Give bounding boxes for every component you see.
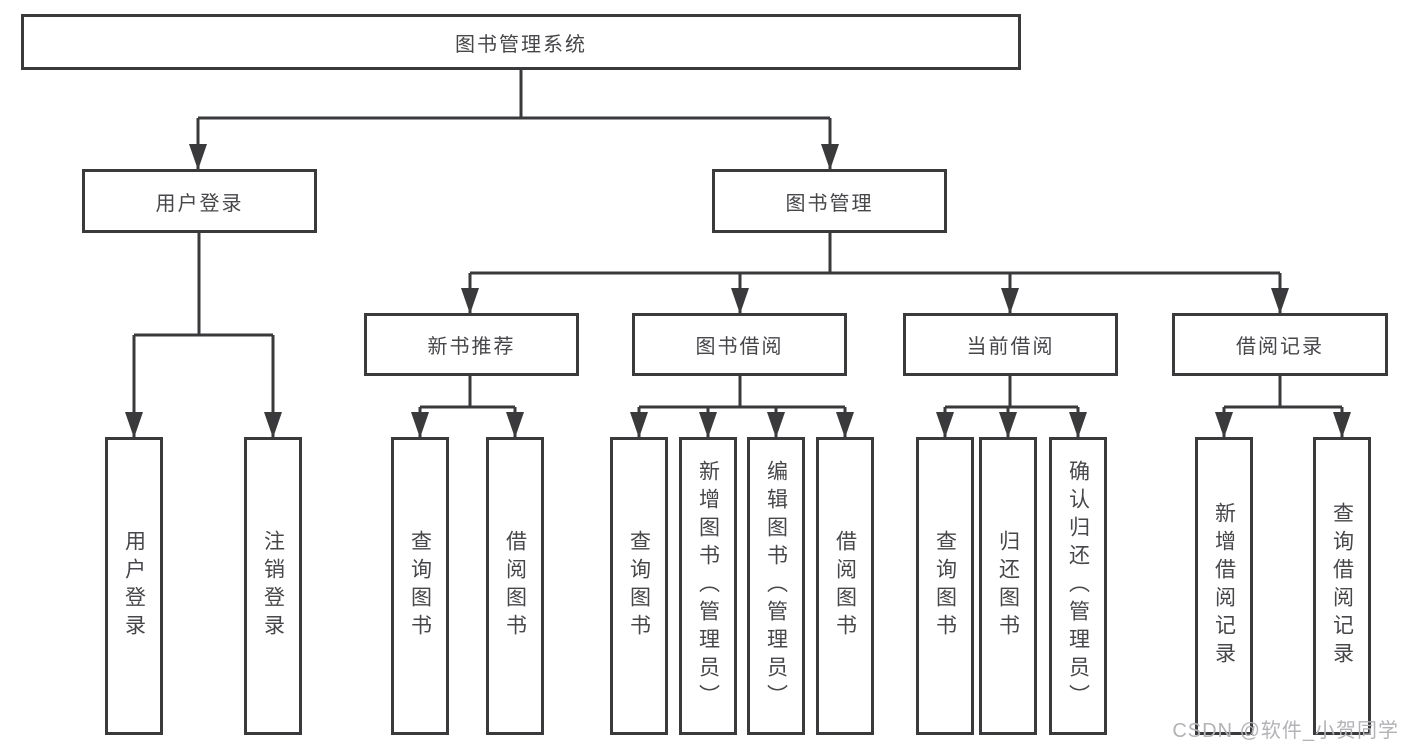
leaf-borrow-books-recommend: 借阅图书	[486, 437, 544, 735]
node-current-borrowing: 当前借阅	[903, 313, 1118, 376]
leaf-label: 借阅图书	[833, 530, 857, 642]
watermark: CSDN @软件_小贺同学	[1172, 720, 1399, 742]
leaf-query-books-borrow: 查询图书	[610, 437, 668, 735]
leaf-label: 确认归还（管理员）	[1066, 460, 1090, 712]
leaf-query-books-current: 查询图书	[916, 437, 974, 735]
leaf-add-book-admin: 新增图书（管理员）	[679, 437, 737, 735]
leaf-label: 注销登录	[261, 530, 285, 642]
leaf-logout: 注销登录	[244, 437, 302, 735]
leaf-borrow-books: 借阅图书	[816, 437, 874, 735]
leaf-label: 编辑图书（管理员）	[764, 460, 788, 712]
node-root-system: 图书管理系统	[21, 14, 1021, 70]
leaf-user-login: 用户登录	[105, 437, 163, 735]
leaf-label: 借阅图书	[503, 530, 527, 642]
leaf-label: 查询借阅记录	[1330, 502, 1354, 670]
leaf-query-borrow-record: 查询借阅记录	[1313, 437, 1371, 735]
node-book-borrowing: 图书借阅	[632, 313, 847, 376]
leaf-return-book: 归还图书	[979, 437, 1037, 735]
node-user-login: 用户登录	[82, 169, 317, 233]
leaf-label: 新增图书（管理员）	[696, 460, 720, 712]
leaf-add-borrow-record: 新增借阅记录	[1195, 437, 1253, 735]
leaf-edit-book-admin: 编辑图书（管理员）	[747, 437, 805, 735]
leaf-label: 查询图书	[627, 530, 651, 642]
leaf-label: 新增借阅记录	[1212, 502, 1236, 670]
node-book-management: 图书管理	[712, 169, 947, 233]
leaf-label: 归还图书	[996, 530, 1020, 642]
node-new-book-recommend: 新书推荐	[364, 313, 579, 376]
leaf-confirm-return-admin: 确认归还（管理员）	[1049, 437, 1107, 735]
leaf-label: 查询图书	[933, 530, 957, 642]
node-borrowing-records: 借阅记录	[1172, 313, 1388, 376]
leaf-label: 用户登录	[122, 530, 146, 642]
leaf-query-books-recommend: 查询图书	[391, 437, 449, 735]
leaf-label: 查询图书	[408, 530, 432, 642]
